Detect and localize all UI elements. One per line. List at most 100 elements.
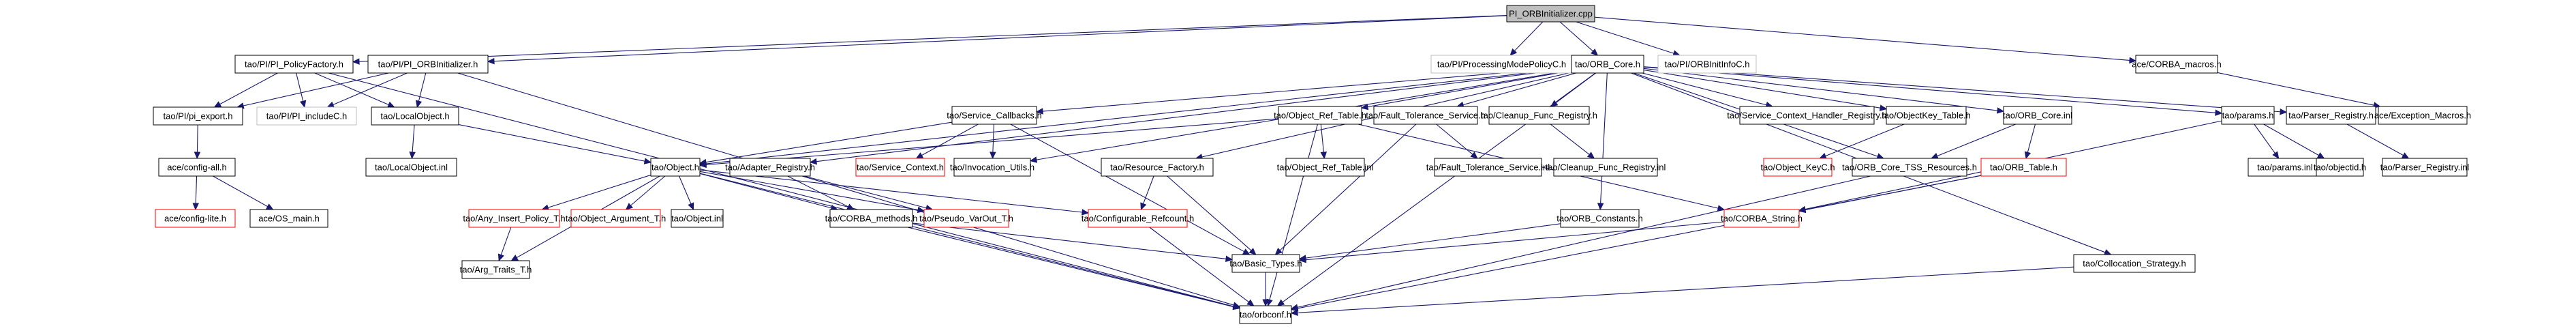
edge-localobject_h-to-object_h bbox=[458, 124, 652, 164]
node-collocation-strategy[interactable]: tao/Collocation_Strategy.h bbox=[2073, 254, 2196, 273]
node-os-main[interactable]: ace/OS_main.h bbox=[249, 209, 328, 228]
node-exception-macros[interactable]: ace/Exception_Macros.h bbox=[2374, 106, 2471, 125]
node-object-ref-table-h[interactable]: tao/Object_Ref_Table.h bbox=[1274, 106, 1366, 125]
node-label: tao/PI/ORBInitInfoC.h bbox=[1664, 59, 1749, 70]
node-pi-includec[interactable]: tao/PI/PI_includeC.h bbox=[256, 106, 357, 126]
node-box bbox=[2286, 106, 2376, 125]
arrowhead-icon bbox=[1274, 248, 1283, 255]
edge-line bbox=[547, 174, 651, 208]
node-orb-core-h[interactable]: tao/ORB_Core.h bbox=[1571, 55, 1644, 74]
node-object-h[interactable]: tao/Object.h bbox=[650, 158, 701, 177]
node-cleanup-func-inl[interactable]: tao/Cleanup_Func_Registry.inl bbox=[1546, 158, 1666, 177]
node-label: tao/Collocation_Strategy.h bbox=[2083, 259, 2186, 269]
edge-line bbox=[1559, 21, 1593, 52]
edge-pi_orbinitializer_h-to-orbconf bbox=[457, 72, 1241, 308]
arrowhead-icon bbox=[2129, 57, 2137, 64]
arrowhead-icon bbox=[917, 206, 925, 214]
node-any-insert-policy[interactable]: tao/Any_Insert_Policy_T.h bbox=[463, 209, 566, 228]
node-object-ref-table-inl[interactable]: tao/Object_Ref_Table.inl bbox=[1277, 158, 1374, 177]
edge-orb_core_h-to-orbconf bbox=[1276, 72, 1596, 306]
node-arg-traits[interactable]: tao/Arg_Traits_T.h bbox=[460, 260, 532, 279]
edge-line bbox=[1320, 124, 1324, 153]
arrowhead-icon bbox=[2316, 152, 2325, 159]
node-label: ace/CORBA_macros.h bbox=[2132, 59, 2222, 70]
edge-config_all-to-config_lite bbox=[192, 175, 200, 211]
node-adapter-registry[interactable]: tao/Adapter_Registry.h bbox=[725, 158, 815, 177]
node-orb-table[interactable]: tao/ORB_Table.h bbox=[1980, 158, 2067, 177]
edge-line bbox=[412, 124, 415, 153]
edge-orb_core_h-to-orb_core_inl bbox=[1643, 68, 2005, 114]
node-parser-registry-inl[interactable]: tao/Parser_Registry.inl bbox=[2380, 158, 2470, 177]
arrowhead-icon bbox=[2401, 152, 2410, 159]
node-fault-tolerance-h[interactable]: tao/Fault_Tolerance_Service.h bbox=[1366, 106, 1486, 125]
node-label: tao/ORB_Constants.h bbox=[1557, 214, 1642, 224]
arrowhead-icon bbox=[192, 203, 200, 211]
edge-line bbox=[1642, 72, 1767, 106]
node-processingmodepolicy[interactable]: tao/PI/ProcessingModePolicyC.h bbox=[1430, 55, 1573, 74]
node-box bbox=[2135, 55, 2218, 74]
edge-line bbox=[1305, 223, 1561, 259]
node-pi-export[interactable]: tao/PI/pi_export.h bbox=[153, 106, 243, 126]
node-resource-factory[interactable]: tao/Resource_Factory.h bbox=[1101, 158, 1214, 177]
node-label: ace/config-lite.h bbox=[164, 214, 226, 224]
edge-collocation_strategy-to-orbconf bbox=[1290, 266, 2074, 316]
node-basic-types[interactable]: tao/Basic_Types.h bbox=[1229, 254, 1302, 273]
node-configurable-refcount[interactable]: tao/Configurable_Refcount.h bbox=[1082, 209, 1195, 228]
edge-corba_methods-to-orbconf bbox=[907, 227, 1241, 311]
node-localobject-inl[interactable]: tao/LocalObject.inl bbox=[365, 158, 457, 177]
node-box bbox=[1231, 254, 1300, 273]
node-box bbox=[461, 260, 530, 279]
edge-corba_macros-to-exception_macros bbox=[2217, 72, 2381, 109]
node-pseudo-varout[interactable]: tao/Pseudo_VarOut_T.h bbox=[919, 209, 1013, 228]
arrowhead-icon bbox=[1225, 255, 1233, 263]
node-box bbox=[2221, 106, 2275, 125]
edge-service_callbacks-to-invocation_utils bbox=[990, 124, 996, 160]
node-corba-macros[interactable]: ace/CORBA_macros.h bbox=[2132, 55, 2222, 74]
node-box bbox=[234, 55, 354, 74]
edge-line bbox=[1643, 66, 2216, 113]
node-object-argument[interactable]: tao/Object_Argument_T.h bbox=[566, 209, 666, 228]
edge-line bbox=[1297, 175, 1871, 308]
node-service-context[interactable]: tao/Service_Context.h bbox=[855, 158, 945, 177]
edge-line bbox=[314, 72, 389, 105]
node-objectkey-table[interactable]: tao/ObjectKey_Table.h bbox=[1882, 106, 1971, 125]
arrowhead-icon bbox=[487, 57, 495, 65]
edge-pi_policyfactory-to-pi_export bbox=[213, 72, 278, 108]
node-params-h[interactable]: tao/params.h bbox=[2221, 106, 2275, 125]
node-box bbox=[1571, 55, 1644, 74]
node-params-inl[interactable]: tao/params.inl bbox=[2248, 158, 2322, 177]
node-fault-tolerance-inl[interactable]: tao/Fault_Tolerance_Service.inl bbox=[1426, 158, 1550, 177]
node-invocation-utils[interactable]: tao/Invocation_Utils.h bbox=[950, 158, 1034, 177]
node-corba-string[interactable]: tao/CORBA_String.h bbox=[1721, 209, 1803, 228]
node-object-keyc[interactable]: tao/Object_KeyC.h bbox=[1760, 158, 1835, 177]
node-label: tao/ORB_Table.h bbox=[1990, 162, 2057, 173]
edge-resource_factory-to-basic_types bbox=[1167, 175, 1257, 255]
node-service-context-handler[interactable]: tao/Service_Context_Handler_Registry.h bbox=[1727, 106, 1887, 125]
node-box bbox=[1739, 106, 1875, 125]
node-localobject-h[interactable]: tao/LocalObject.h bbox=[371, 106, 459, 126]
node-object-inl[interactable]: tao/Object.inl bbox=[671, 209, 724, 228]
node-objectid[interactable]: tao/objectid.h bbox=[2314, 158, 2366, 177]
edge-line bbox=[816, 68, 1572, 162]
arrowhead-icon bbox=[1276, 299, 1285, 306]
node-label: tao/ORB_Core.inl bbox=[2003, 111, 2072, 121]
node-label: tao/ORB_Core_TSS_Resources.h bbox=[1842, 162, 1977, 173]
node-label: PI_ORBInitializer.cpp bbox=[1509, 9, 1593, 19]
node-pi-policyfactory[interactable]: tao/PI/PI_PolicyFactory.h bbox=[234, 55, 354, 74]
node-orb-core-inl[interactable]: tao/ORB_Core.inl bbox=[2003, 106, 2072, 125]
node-orb-core-tss[interactable]: tao/ORB_Core_TSS_Resources.h bbox=[1842, 158, 1977, 177]
node-parser-registry-h[interactable]: tao/Parser_Registry.h bbox=[2286, 106, 2376, 125]
node-pi-orbinitializer-h[interactable]: tao/PI/PI_ORBInitializer.h bbox=[367, 55, 489, 74]
node-config-all[interactable]: ace/config-all.h bbox=[158, 158, 236, 177]
node-box bbox=[1488, 106, 1590, 125]
node-orbinitinfo[interactable]: tao/PI/ORBInitInfoC.h bbox=[1657, 55, 1757, 74]
node-corba-methods[interactable]: tao/CORBA_methods.h bbox=[825, 209, 918, 228]
node-config-lite[interactable]: ace/config-lite.h bbox=[155, 209, 236, 228]
node-service-callbacks[interactable]: tao/Service_Callbacks.h bbox=[947, 106, 1042, 125]
edge-line bbox=[699, 173, 1234, 307]
node-orbconf[interactable]: tao/orbconf.h bbox=[1239, 305, 1292, 324]
node-cleanup-func-h[interactable]: tao/Cleanup_Func_Registry.h bbox=[1481, 106, 1597, 125]
node-box bbox=[1285, 158, 1365, 177]
edge-line bbox=[912, 222, 1227, 259]
node-orb-constants[interactable]: tao/ORB_Constants.h bbox=[1557, 209, 1643, 228]
